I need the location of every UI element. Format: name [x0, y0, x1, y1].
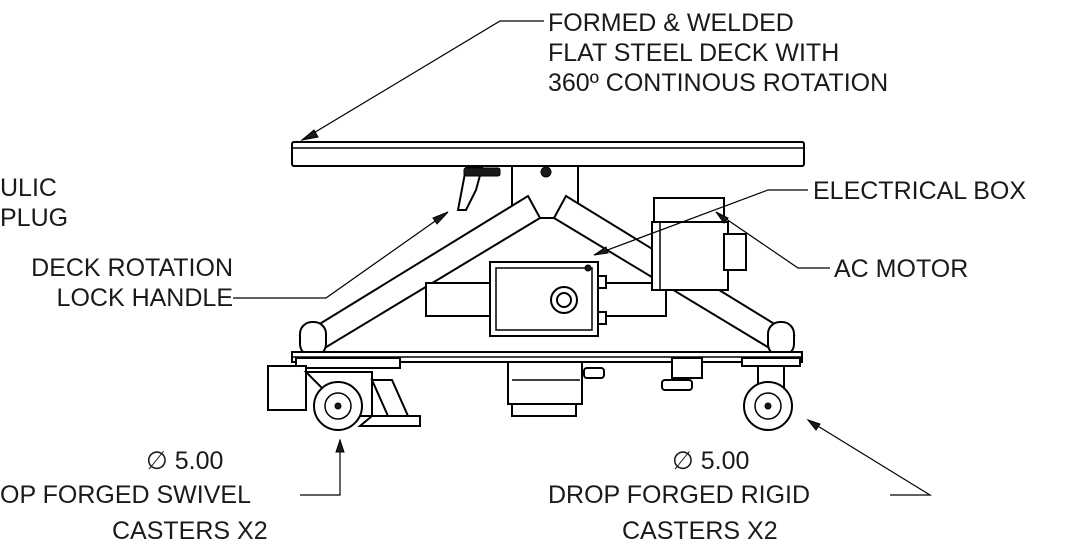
ac-motor-body: [651, 197, 747, 291]
rigid-caster: [741, 357, 801, 431]
rigid-caster-label-line-2: CASTERS X2: [622, 517, 778, 545]
steel-deck: [291, 141, 805, 167]
electrical-box-label: ELECTRICAL BOX: [813, 177, 1026, 205]
ac-motor-label: AC MOTOR: [834, 255, 968, 283]
hydraulic-plug: [456, 167, 501, 211]
swivel-caster-label-line-2: CASTERS X2: [112, 517, 268, 545]
hydraulic-plug-label-line-1: ULIC: [0, 174, 57, 202]
deck-label-line-1: FORMED & WELDED: [548, 9, 794, 37]
deck-label-line-2: FLAT STEEL DECK WITH: [548, 39, 839, 67]
deck-label-line-3: 360º CONTINOUS ROTATION: [548, 69, 888, 97]
rigid-caster-diameter: ∅ 5.00: [672, 447, 749, 475]
hydraulic-fittings: [583, 357, 703, 391]
rigid-caster-label-line-1: DROP FORGED RIGID: [548, 481, 810, 509]
rotation-handle-label-line-2: LOCK HANDLE: [57, 284, 233, 312]
swivel-caster: [267, 357, 421, 431]
swivel-caster-diameter: ∅ 5.00: [146, 447, 223, 475]
leader-lines: [233, 20, 933, 496]
rotation-handle-label-line-1: DECK ROTATION: [31, 254, 233, 282]
swivel-caster-label-line-1: OP FORGED SWIVEL: [0, 481, 251, 509]
electrical-box-body: [489, 261, 607, 337]
hydraulic-plug-label-line-2: PLUG: [0, 204, 68, 232]
